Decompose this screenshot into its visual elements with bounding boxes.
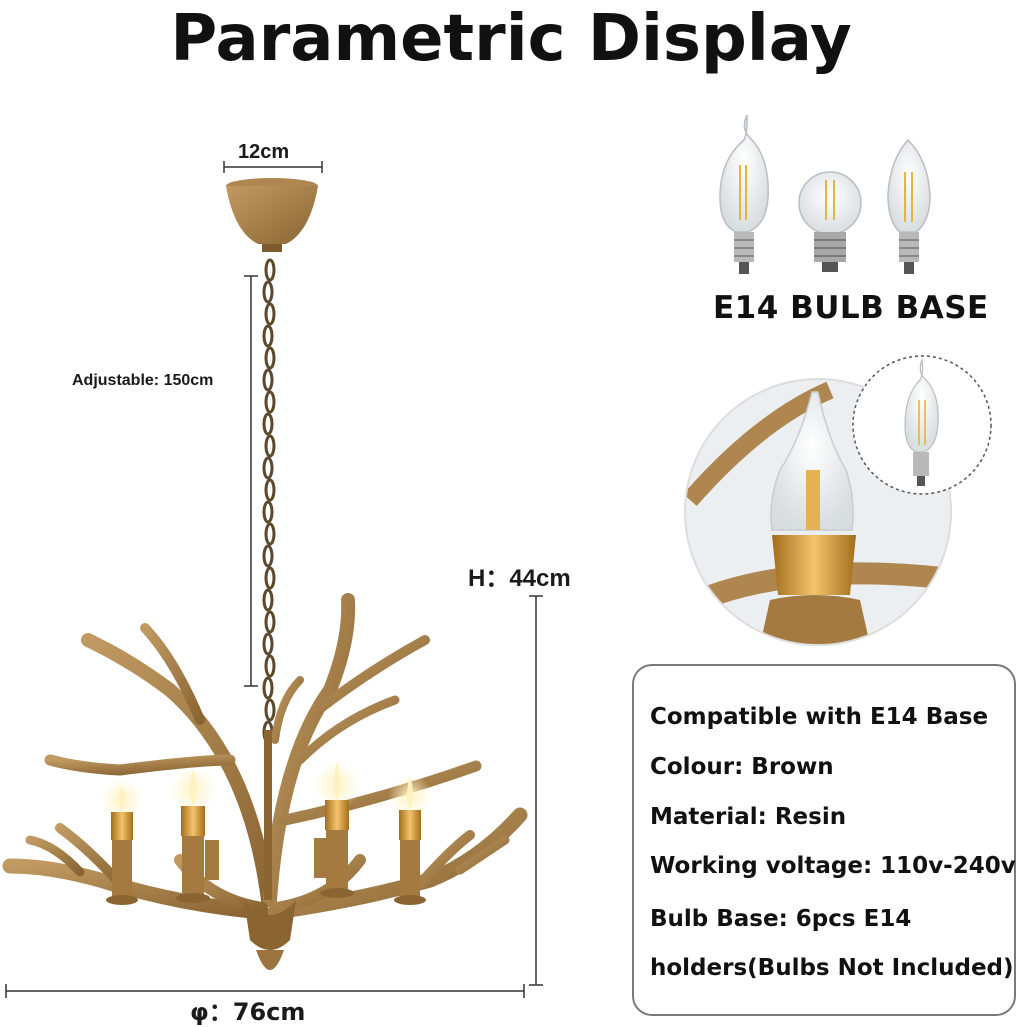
candle-bulb-icon	[887, 138, 931, 274]
ceiling-canopy	[226, 178, 318, 252]
spec-voltage: Working voltage: 110v-240v	[650, 853, 1016, 879]
page-title: Parametric Display	[170, 2, 852, 76]
chain	[262, 258, 276, 744]
candle-5	[205, 840, 219, 880]
height-label: H：44cm	[468, 565, 571, 592]
spec-colour: Colour: Brown	[650, 754, 834, 780]
diameter-label: φ：76cm	[190, 998, 306, 1026]
chain-dimension-line	[244, 275, 258, 687]
candle-4	[388, 774, 432, 905]
candle-holders	[100, 761, 432, 905]
height-dimension-line	[529, 595, 543, 986]
globe-bulb-icon	[798, 171, 862, 272]
candle-1	[100, 778, 144, 905]
spec-material: Material: Resin	[650, 804, 847, 830]
inset-bulb-circle	[852, 355, 992, 495]
candle-tip-bulb-icon	[719, 114, 769, 274]
spec-box: Compatible with E14 Base Colour: Brown M…	[632, 664, 1016, 1016]
candle-3	[313, 761, 361, 898]
candle-2	[169, 766, 217, 903]
spec-compatibility: Compatible with E14 Base	[650, 704, 989, 730]
chandelier-hub	[244, 730, 296, 970]
spec-bulb-base: Bulb Base: 6pcs E14	[650, 906, 912, 932]
spec-holders-note: holders(Bulbs Not Included)	[650, 955, 1014, 981]
chain-length-label: Adjustable: 150cm	[72, 372, 214, 389]
canopy-dimension-line	[223, 161, 323, 173]
bulb-base-label: E14 BULB BASE	[713, 290, 989, 326]
canopy-width-label: 12cm	[238, 141, 290, 163]
width-dimension-line	[5, 984, 525, 998]
candle-6	[314, 838, 328, 878]
antler-chandelier	[2, 593, 528, 920]
